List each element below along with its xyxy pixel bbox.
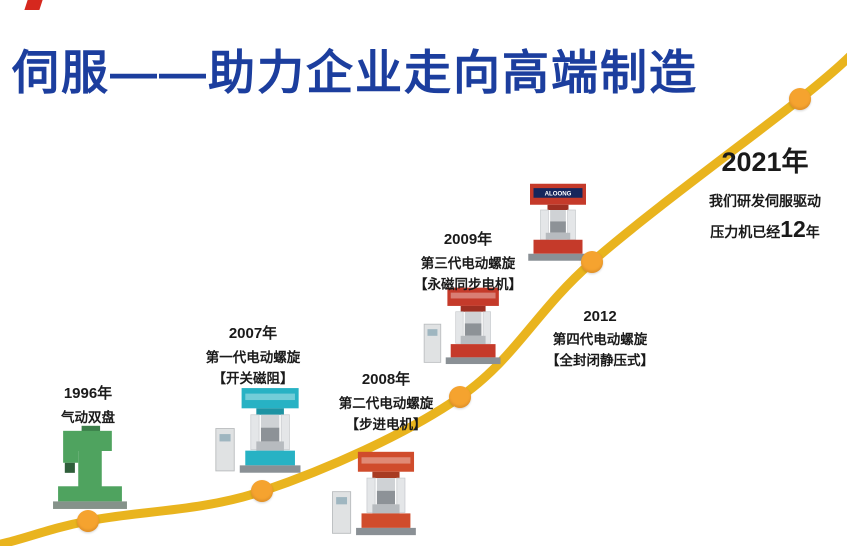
milestone-year: 1996年 [63,385,113,402]
milestone-desc: 第一代电动螺旋 [205,350,301,365]
milestone-desc: 气动双盘 [61,410,115,425]
milestone-desc: 第二代电动螺旋 [338,396,434,411]
milestone-year: 2008年 [361,371,411,388]
timeline-dot-2012 [581,251,603,273]
timeline-dot-2008 [449,386,471,408]
milestone-year: 2009年 [443,231,493,248]
highlight-years-count: 12 [780,216,806,242]
highlight-line1: 我们研发伺服驱动 [709,193,821,209]
milestone-desc: 【永磁同步电机】 [414,277,522,292]
milestone-1996: 1996年 气动双盘 [36,382,140,428]
milestone-2021: 2021年 我们研发伺服驱动 压力机已经12年 [684,140,846,246]
highlight-line2: 压力机已经12年 [684,215,846,246]
milestone-2012: 2012 第四代电动螺旋 【全封闭静压式】 [528,308,672,371]
milestone-2008: 2008年 第二代电动螺旋 【步进电机】 [316,368,456,435]
press-machine-2009-illustration [423,287,501,365]
milestone-desc: 【全封闭静压式】 [546,353,654,368]
timeline-dot-1996 [77,510,99,532]
highlight-line2-prefix: 压力机已经 [710,224,781,240]
highlight-year: 2021年 [721,147,809,177]
press-brand-label: ALOONG [545,191,572,198]
press-body [445,287,501,365]
milestone-desc: 【开关磁阻】 [212,371,294,386]
press-machine-1996-illustration [53,425,127,509]
timeline-dot-2007 [251,480,273,502]
press-body [239,388,301,473]
milestone-desc: 第四代电动螺旋 [552,332,648,347]
control-cabinet [423,323,442,363]
press-machine-2007-illustration [215,388,301,473]
control-cabinet [215,428,235,472]
milestone-desc: 第三代电动螺旋 [420,256,516,271]
press-body [356,451,416,536]
timeline-dot-2021 [789,88,811,110]
highlight-line2-suffix: 年 [805,224,820,240]
press-machine-2021-illustration: ALOONG [528,183,588,261]
page-title: 伺服——助力企业走向高端制造 [12,46,698,99]
milestone-2007: 2007年 第一代电动螺旋 【开关磁阻】 [180,322,326,389]
milestone-year: 2012 [583,308,617,325]
press-body [53,425,127,509]
press-machine-2008-illustration [332,451,416,536]
milestone-2009: 2009年 第三代电动螺旋 【永磁同步电机】 [394,228,542,295]
control-cabinet [332,491,352,534]
milestone-year: 2007年 [228,325,278,342]
milestone-desc: 【步进电机】 [345,417,427,432]
press-body: ALOONG [528,183,588,261]
